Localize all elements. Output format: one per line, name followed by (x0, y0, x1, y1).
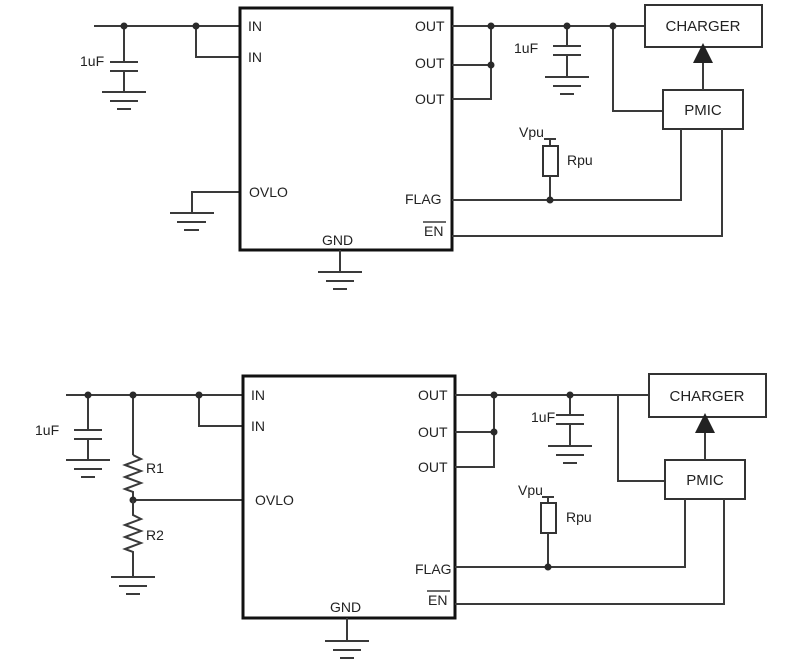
input-wire (94, 25, 250, 62)
flag-wire (455, 499, 686, 568)
pmic-label: PMIC (686, 472, 724, 489)
r1-label: R1 (146, 460, 164, 476)
flag-wire (452, 129, 682, 201)
pin-label-ovlo: OVLO (249, 184, 288, 200)
pin-label-ovlo: OVLO (255, 492, 294, 508)
junction-dot (563, 22, 571, 30)
charger-label: CHARGER (669, 388, 744, 405)
pmic-label: PMIC (684, 102, 722, 119)
junction-dot (120, 22, 128, 30)
input-capacitor (102, 61, 146, 110)
input-cap-value: 1uF (80, 53, 104, 69)
rpu-label: Rpu (567, 152, 593, 168)
pmic-block (662, 89, 744, 130)
resistor-r1 (122, 454, 144, 500)
pin-label-out: OUT (418, 424, 448, 440)
junction-dot (129, 391, 137, 399)
ovlo-wire (170, 191, 240, 231)
en-wire (452, 129, 723, 237)
output-capacitor (545, 45, 589, 95)
junction-dot (609, 22, 617, 30)
circuit-2: 1uF R1 R2 IN IN OVLO GND OUT OUT OUT FLA… (35, 373, 767, 659)
pin-label-out: OUT (418, 387, 448, 403)
pin-label-gnd: GND (330, 599, 361, 615)
vpu-label: Vpu (518, 482, 543, 498)
vpu-label: Vpu (519, 124, 544, 140)
resistor-r2 (122, 500, 144, 577)
junction-dot (84, 391, 92, 399)
pullup-resistor (540, 502, 557, 534)
circuit-1: 1uF IN IN OVLO GND OUT OUT OUT FLAG EN (80, 4, 763, 290)
pin-label-in: IN (248, 18, 262, 34)
junction-dot (490, 428, 498, 436)
r2-label: R2 (146, 527, 164, 543)
pin-label-out: OUT (415, 55, 445, 71)
pin-label-out: OUT (415, 91, 445, 107)
ic-chip (238, 6, 454, 252)
pin-label-flag: FLAG (405, 191, 442, 207)
pin-label-en: EN (428, 592, 447, 608)
vpu-tap (544, 138, 556, 146)
chip-ground (318, 250, 362, 290)
pin-label-in: IN (248, 49, 262, 65)
junction-dot (195, 391, 203, 399)
input-wire (66, 394, 243, 455)
output-wire (452, 25, 663, 112)
input-cap-value: 1uF (35, 422, 59, 438)
output-cap-value: 1uF (514, 40, 538, 56)
ic-chip (241, 374, 457, 620)
output-cap-value: 1uF (531, 409, 555, 425)
pin-label-gnd: GND (322, 232, 353, 248)
chip-ground (325, 618, 369, 659)
junction-dot (544, 563, 552, 571)
junction-dot (192, 22, 200, 30)
pin-label-out: OUT (418, 459, 448, 475)
pin-label-out: OUT (415, 18, 445, 34)
pin-label-en: EN (424, 223, 443, 239)
pin-label-flag: FLAG (415, 561, 452, 577)
output-capacitor (548, 414, 592, 464)
junction-dot (487, 61, 495, 69)
pin-label-in: IN (251, 387, 265, 403)
pin-label-in: IN (251, 418, 265, 434)
junction-dot (490, 391, 498, 399)
input-capacitor (66, 429, 110, 478)
en-wire (455, 499, 725, 605)
charger-label: CHARGER (665, 18, 740, 35)
divider-ground (111, 576, 155, 595)
junction-dot (546, 196, 554, 204)
output-wire (455, 394, 665, 482)
pullup-resistor (542, 145, 559, 177)
rpu-label: Rpu (566, 509, 592, 525)
junction-dot (566, 391, 574, 399)
junction-dot (487, 22, 495, 30)
